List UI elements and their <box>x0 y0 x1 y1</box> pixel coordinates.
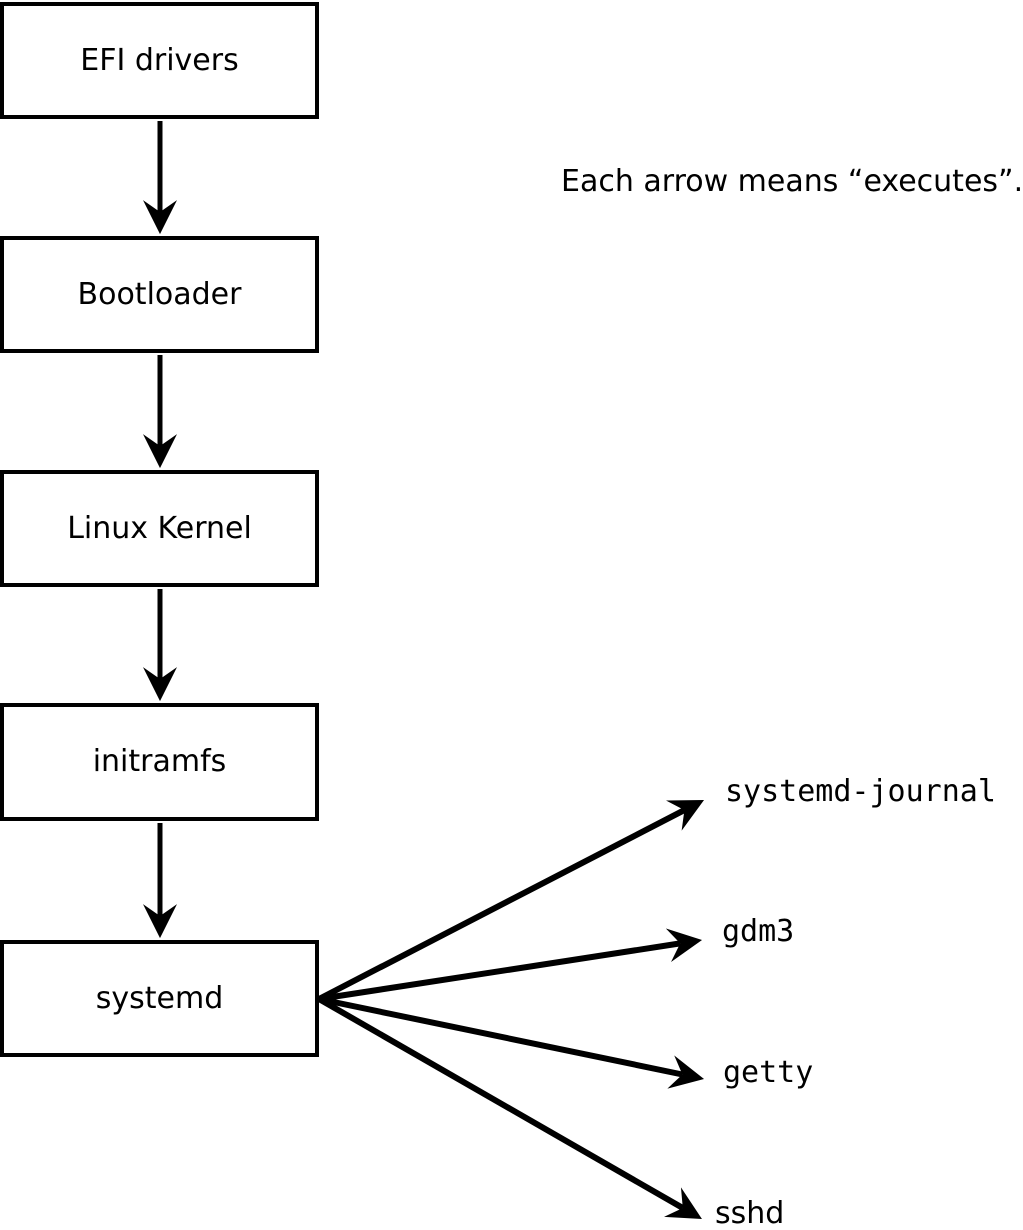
node-initramfs: initramfs <box>0 703 319 821</box>
arrow-systemd-to-journal <box>317 799 705 1002</box>
label-getty: getty <box>723 1055 814 1090</box>
node-bootloader: Bootloader <box>0 236 319 353</box>
label-systemd-journal: systemd-journal <box>725 774 996 809</box>
node-label: EFI drivers <box>80 42 239 78</box>
node-label: Bootloader <box>77 276 242 312</box>
label-sshd: sshd <box>715 1196 785 1230</box>
node-linux-kernel: Linux Kernel <box>0 470 319 587</box>
label-gdm3: gdm3 <box>722 914 795 949</box>
node-label: initramfs <box>92 744 227 779</box>
arrow-systemd-to-sshd <box>317 996 702 1220</box>
node-efi-drivers: EFI drivers <box>0 2 319 119</box>
node-label: Linux Kernel <box>67 510 252 546</box>
node-label: systemd <box>95 980 224 1016</box>
caption: Each arrow means “executes”. <box>561 164 1023 199</box>
arrow-systemd-to-getty <box>318 996 705 1089</box>
node-systemd: systemd <box>0 940 319 1057</box>
arrow-systemd-to-gdm3 <box>318 928 703 1002</box>
